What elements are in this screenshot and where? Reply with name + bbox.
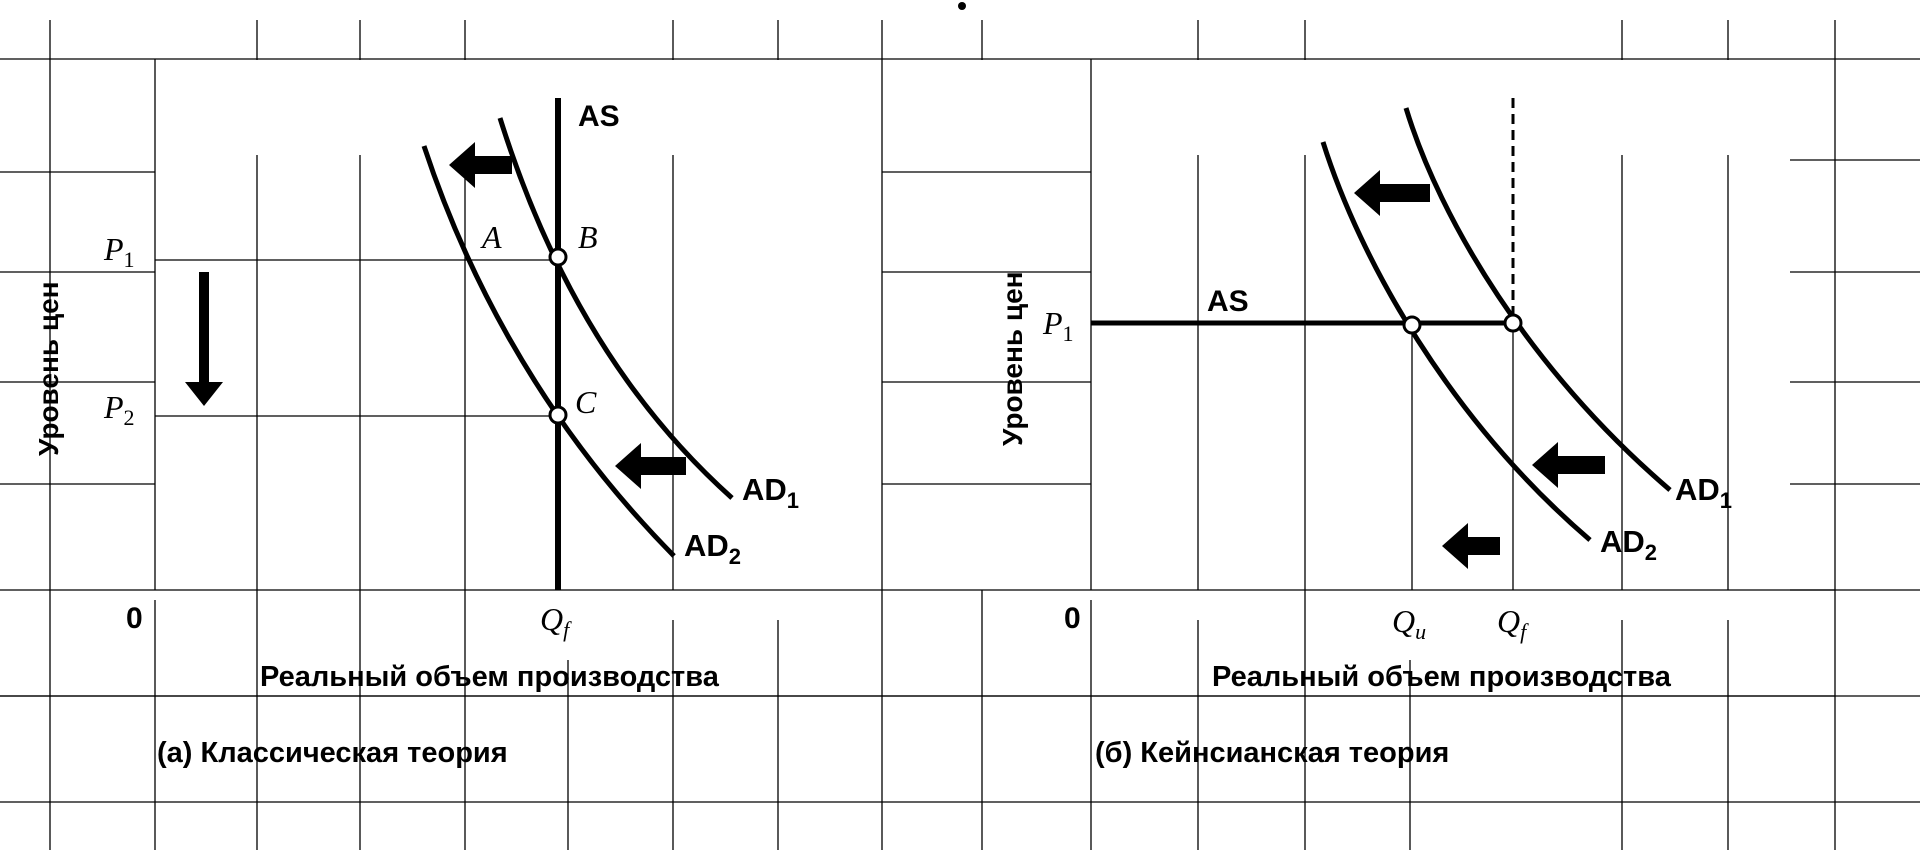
point-c-marker xyxy=(548,405,568,425)
qu-label: Qu xyxy=(1392,603,1426,644)
x-axis-label: Реальный объем производства xyxy=(260,661,720,693)
p1-label: P1 xyxy=(1042,305,1074,346)
x-axis-label: Реальный объем производства xyxy=(1212,661,1672,693)
panel-b-arrows xyxy=(1354,170,1605,569)
panel-classical: AS A B C AD1 AD2 P1 P2 0 Qf Уровень цен … xyxy=(0,59,882,769)
point-a-label: A xyxy=(480,219,502,255)
point-b-label: B xyxy=(578,219,598,255)
arrow-left-icon xyxy=(449,142,512,188)
equilibrium-qf-marker xyxy=(1503,313,1523,333)
p1-label: P1 xyxy=(103,231,135,272)
equilibrium-qu-marker xyxy=(1402,315,1422,335)
panel-keynesian: AS AD1 AD2 P1 0 Qu Qf Уровень цен Реальн… xyxy=(882,59,1835,769)
as-label: AS xyxy=(578,100,620,133)
panel-a-grid xyxy=(0,59,882,697)
arrow-down-icon xyxy=(185,272,223,406)
ad2-curve xyxy=(421,145,676,558)
ad1-curve xyxy=(497,117,734,500)
origin-label: 0 xyxy=(126,602,143,635)
panel-caption: (б) Кейнсианская теория xyxy=(1095,737,1449,769)
arrow-left-icon xyxy=(1354,170,1430,216)
ad2-label: AD2 xyxy=(1600,524,1657,565)
arrow-left-icon xyxy=(615,443,686,489)
ad1-curve xyxy=(1403,107,1672,492)
p2-label: P2 xyxy=(103,389,135,430)
background-grid xyxy=(0,20,1920,850)
panel-caption: (а) Классическая теория xyxy=(157,737,508,769)
ad1-label: AD1 xyxy=(1675,472,1732,513)
ad1-label: AD1 xyxy=(742,472,799,513)
qf-label: Qf xyxy=(1497,603,1529,644)
ad2-curve xyxy=(1320,141,1592,542)
point-c-label: C xyxy=(575,384,597,420)
point-b-marker xyxy=(548,247,568,267)
qf-label: Qf xyxy=(540,601,572,642)
origin-label: 0 xyxy=(1064,602,1081,635)
as-label: AS xyxy=(1207,285,1249,318)
panel-a-arrows xyxy=(185,142,686,489)
arrow-left-icon xyxy=(1532,442,1605,488)
arrow-left-icon xyxy=(1442,523,1500,569)
y-axis-label: Уровень цен xyxy=(997,271,1028,446)
ad2-label: AD2 xyxy=(684,528,741,569)
stray-dot xyxy=(958,2,966,10)
y-axis-label: Уровень цен xyxy=(33,281,64,456)
